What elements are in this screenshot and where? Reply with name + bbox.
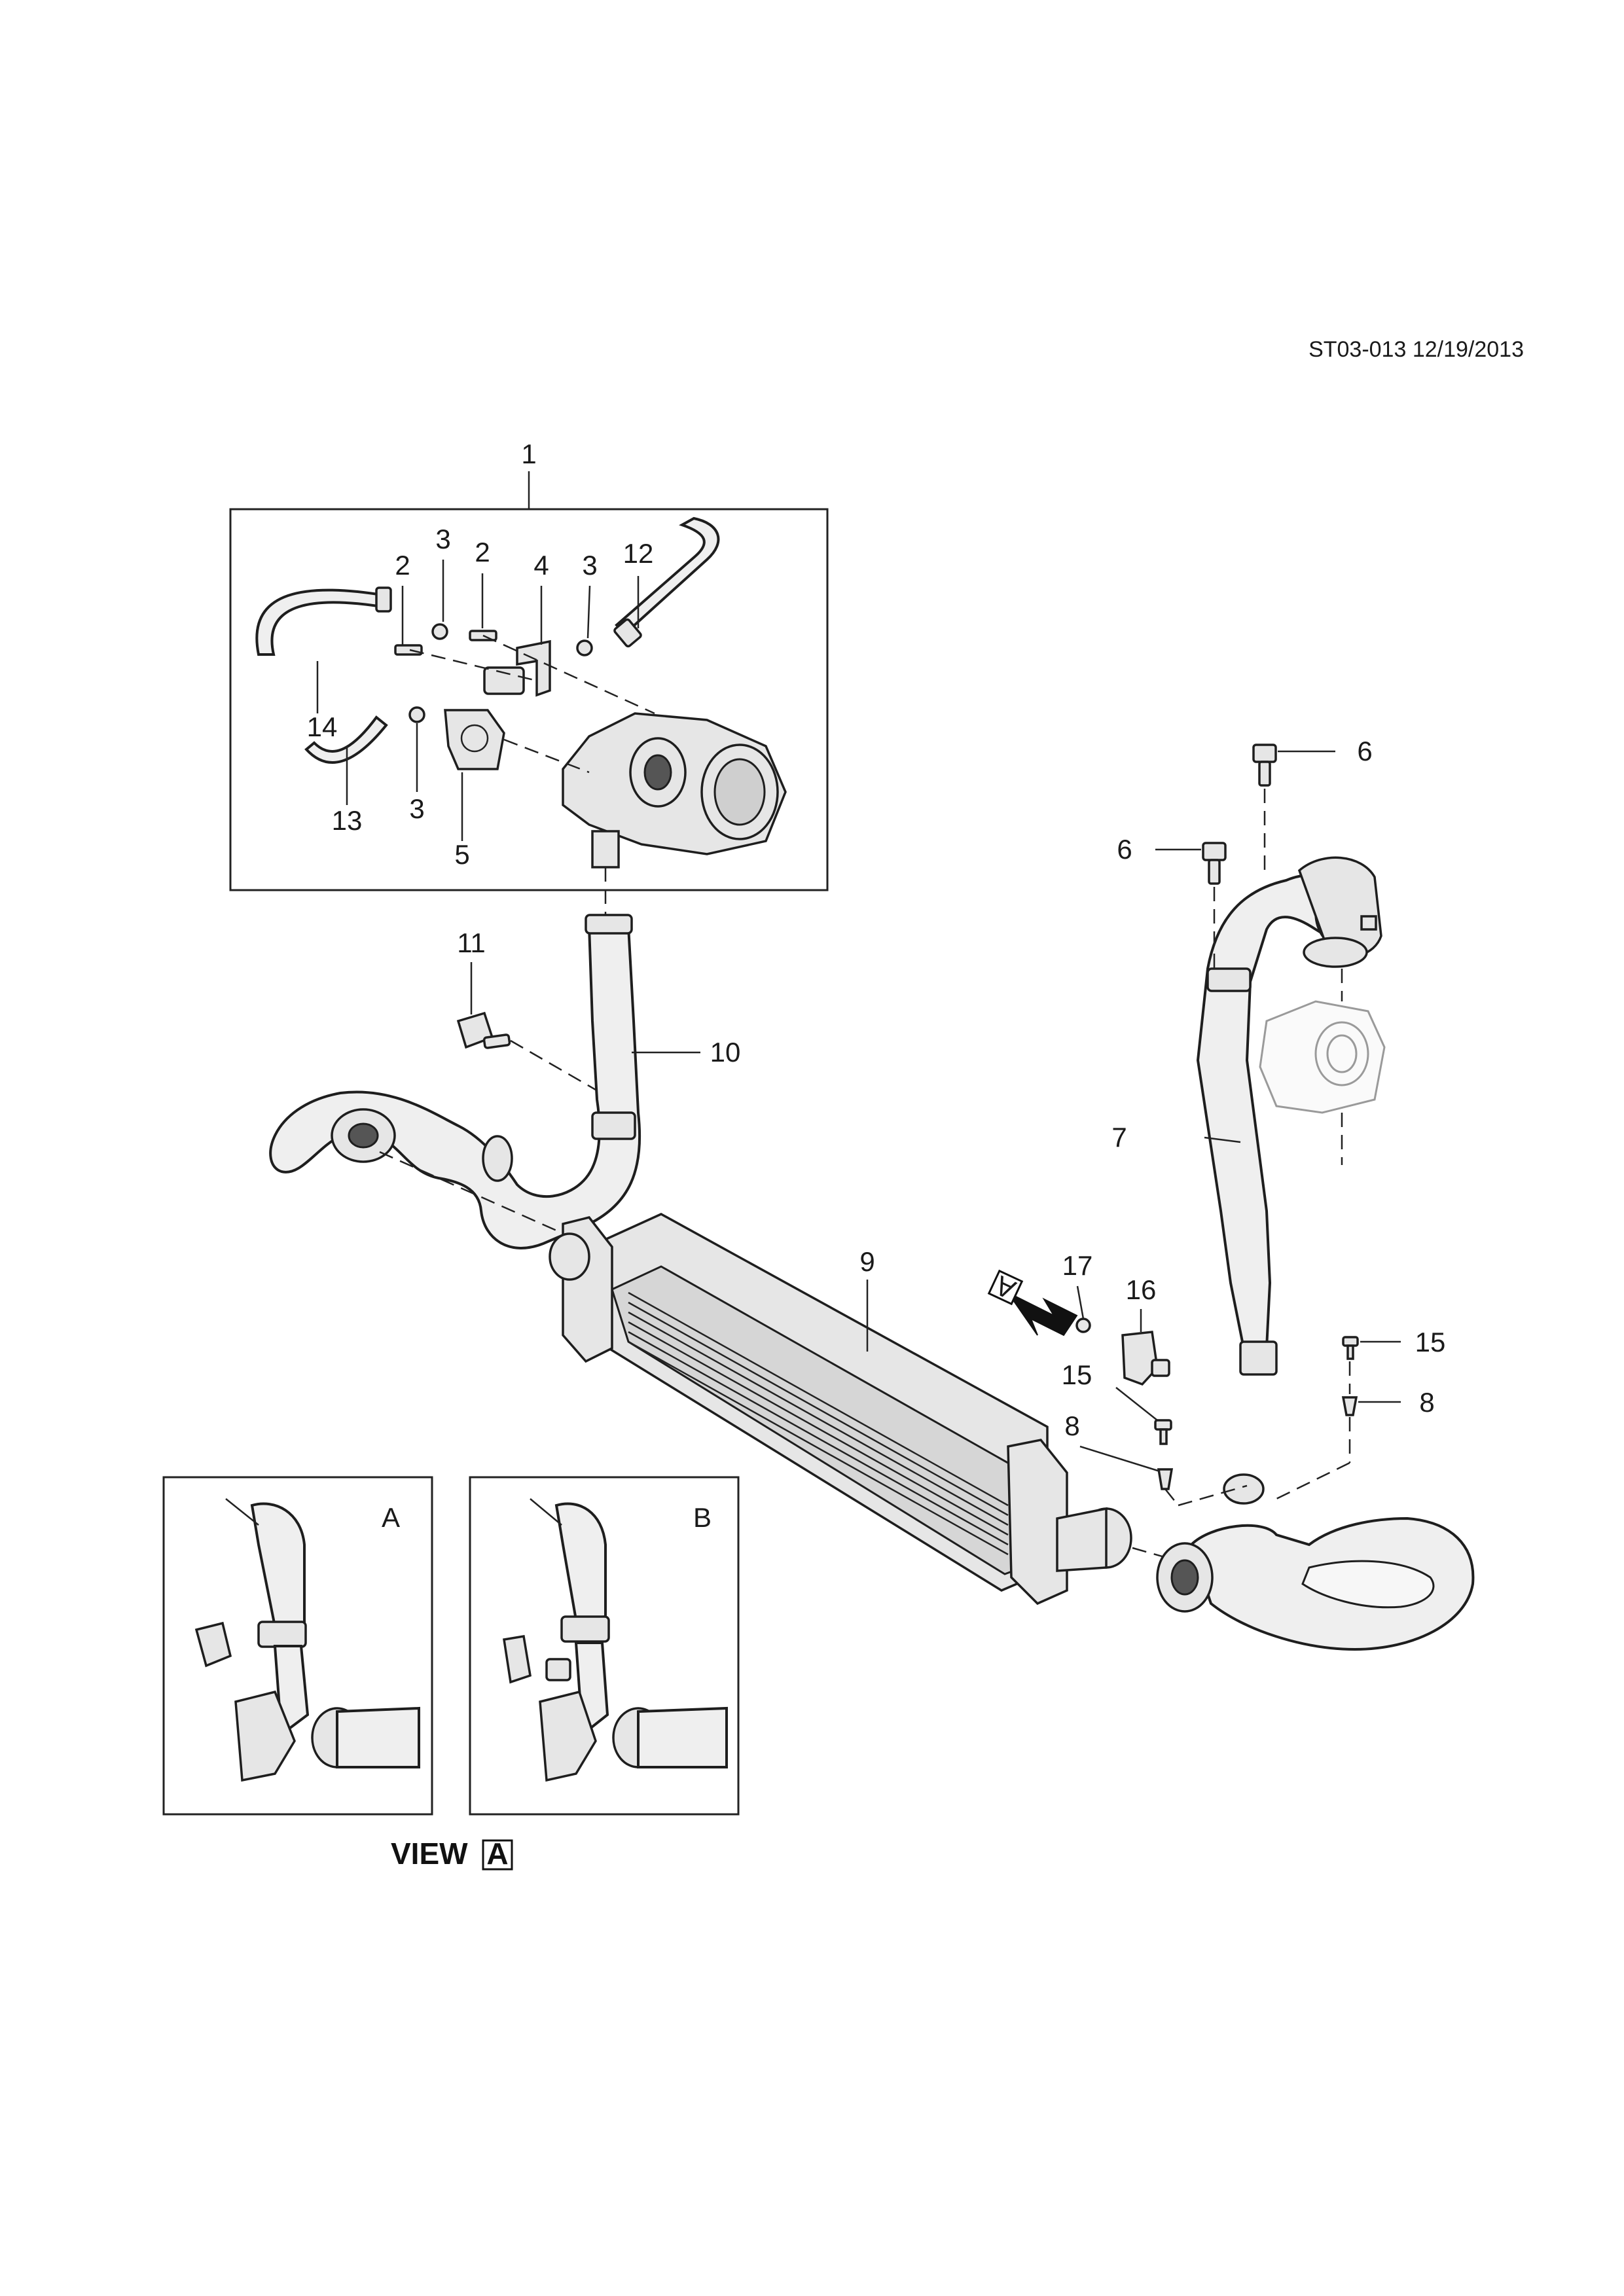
callout-9: 9 (859, 1246, 875, 1277)
nut-3a (431, 623, 448, 640)
bolt-6-lower (1202, 842, 1227, 885)
hose-10 (269, 925, 641, 1249)
hose-14 (255, 588, 388, 656)
view-caption-text: VIEW (391, 1837, 468, 1871)
callout-13: 13 (332, 805, 363, 836)
hose-10-assembly (269, 914, 641, 1249)
callout-10: 10 (710, 1037, 741, 1067)
callout-6a: 6 (1357, 736, 1372, 766)
inset-b-label: B (693, 1502, 712, 1533)
callout-1: 1 (521, 439, 536, 469)
throttle-assembly-group (229, 471, 829, 891)
clip-8-mid (1157, 1468, 1174, 1490)
intercooler-right-tank (1007, 1439, 1068, 1605)
clip-8-right (1341, 1396, 1358, 1416)
callout-6b: 6 (1117, 834, 1132, 865)
view-caption-letter: A (486, 1837, 508, 1871)
hose-12 (615, 516, 720, 636)
callout-2a: 2 (395, 550, 410, 581)
diagram-reference: ST03-013 12/19/2013 (1308, 337, 1524, 362)
bolt-11 (456, 1011, 511, 1049)
callout-15a: 15 (1415, 1327, 1446, 1357)
bolt-2a (394, 644, 423, 656)
callout-8a: 8 (1419, 1387, 1434, 1418)
throttle-body (562, 712, 787, 869)
callout-3c: 3 (409, 793, 424, 824)
inset-a-label: A (382, 1502, 400, 1533)
inset-a: A (162, 1476, 433, 1816)
screw-15-mid (1154, 1419, 1172, 1445)
callout-3b: 3 (582, 550, 597, 581)
callout-14: 14 (307, 711, 338, 742)
callout-11: 11 (457, 927, 486, 958)
callout-7: 7 (1111, 1122, 1127, 1153)
screw-15-right (1342, 1336, 1359, 1360)
inset-b: B (469, 1476, 740, 1816)
o-ring-17 (1075, 1318, 1091, 1333)
view-caption: VIEW A (391, 1837, 513, 1871)
nut-3c (408, 706, 425, 723)
callout-17: 17 (1062, 1250, 1093, 1281)
outlet-hose (1156, 1473, 1475, 1651)
callout-2b: 2 (475, 537, 490, 567)
callout-15b: 15 (1062, 1359, 1092, 1390)
throttle-body-reference (1259, 1000, 1386, 1114)
callout-12: 12 (623, 538, 654, 569)
nut-3b (576, 639, 593, 656)
callout-5: 5 (454, 839, 469, 870)
callout-4: 4 (533, 550, 549, 581)
hose-7-upper-coupling (1297, 856, 1382, 968)
callout-8b: 8 (1064, 1410, 1079, 1441)
callout-3a: 3 (435, 524, 450, 554)
callout-16: 16 (1126, 1274, 1157, 1305)
sensor-5 (444, 709, 505, 770)
sensor-16 (1121, 1331, 1170, 1386)
intercooler-9 (549, 1213, 1132, 1605)
hose-13 (304, 715, 388, 764)
bolt-6-upper (1252, 744, 1277, 787)
